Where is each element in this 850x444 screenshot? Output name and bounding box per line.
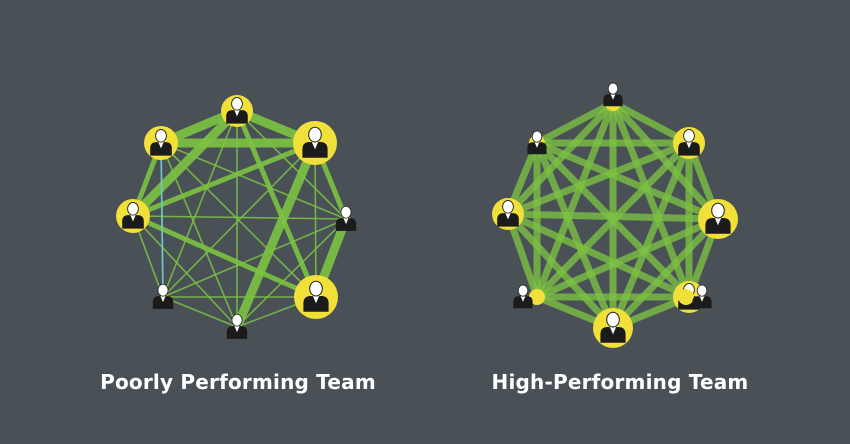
member-connection-dot — [678, 289, 694, 305]
weak-team-tie — [132, 215, 238, 328]
person-icon — [150, 129, 172, 156]
high-performing-network — [492, 82, 738, 348]
high-performing-caption: High-Performing Team — [491, 370, 749, 394]
person-icon — [226, 97, 248, 124]
person-icon — [302, 126, 328, 158]
strong-team-tie — [504, 99, 617, 218]
person-icon — [600, 311, 626, 343]
person-icon — [705, 202, 731, 234]
strong-team-tie — [533, 99, 617, 301]
person-icon — [226, 313, 248, 339]
weak-team-tie — [162, 296, 238, 328]
weak-team-tie — [130, 213, 319, 300]
person-icon — [527, 130, 547, 155]
strong-team-tie — [533, 139, 722, 223]
weak-team-tie — [162, 142, 316, 298]
weak-team-tie — [132, 215, 347, 220]
poorly-performing-caption: Poorly Performing Team — [100, 370, 376, 394]
weak-team-tie — [236, 218, 347, 328]
person-icon — [513, 284, 533, 309]
weak-team-tie — [314, 142, 317, 298]
weak-team-tie — [130, 140, 318, 219]
strong-team-tie — [533, 139, 617, 332]
person-icon — [678, 129, 700, 156]
strong-team-tie — [533, 215, 722, 301]
outlier-tie — [160, 142, 164, 298]
person-icon — [692, 284, 712, 309]
strong-team-tie — [609, 99, 722, 223]
person-icon — [497, 200, 519, 227]
poorly-performing-members — [116, 95, 357, 339]
weak-team-tie — [236, 110, 347, 220]
poorly-performing-network — [116, 95, 357, 339]
person-icon — [303, 280, 329, 312]
person-icon — [603, 82, 623, 107]
person-icon — [335, 205, 357, 231]
person-icon — [122, 202, 144, 229]
strong-team-tie — [533, 139, 693, 301]
person-icon — [152, 283, 174, 309]
strong-team-tie — [533, 99, 617, 147]
weak-team-tie — [128, 106, 242, 221]
high-performing-members — [492, 82, 738, 348]
weak-team-tie — [232, 138, 320, 332]
strong-team-tie — [504, 210, 617, 332]
member-connection-dot — [529, 289, 545, 305]
